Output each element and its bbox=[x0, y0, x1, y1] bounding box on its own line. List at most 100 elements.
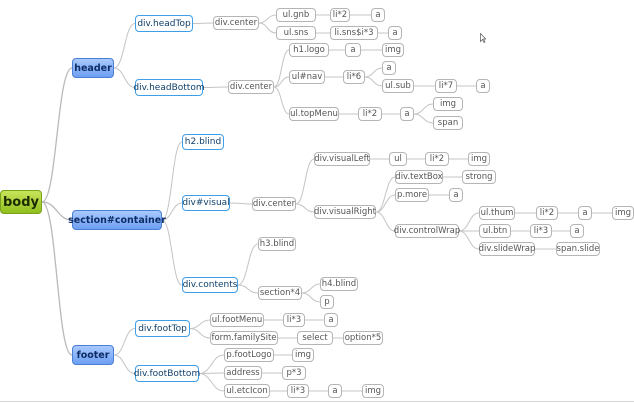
node-spanslide[interactable]: span.slide bbox=[556, 242, 600, 256]
node-visual-left[interactable]: div.visualLeft bbox=[314, 152, 370, 166]
node-p3[interactable]: p*3 bbox=[282, 366, 306, 380]
node-ulnav[interactable]: ul#nav bbox=[289, 70, 325, 84]
node-logo-a[interactable]: a bbox=[345, 43, 361, 57]
node-family-site[interactable]: form.familySite bbox=[210, 331, 278, 345]
connector-hb-center-to-h1logo bbox=[273, 49, 290, 88]
node-head-top[interactable]: div.headTop bbox=[135, 15, 193, 32]
connector-root-to-header bbox=[41, 67, 73, 203]
node-thum-img[interactable]: img bbox=[612, 206, 634, 220]
node-pmore[interactable]: p.more bbox=[395, 188, 429, 202]
node-h4blind[interactable]: h4.blind bbox=[320, 277, 358, 291]
connector-ht-center-to-ulgnb bbox=[258, 14, 277, 24]
node-etc-img[interactable]: img bbox=[362, 384, 384, 398]
connector-root-to-container bbox=[41, 201, 73, 221]
node-sns-a[interactable]: a bbox=[388, 26, 402, 40]
node-header[interactable]: header bbox=[72, 58, 114, 78]
bottom-divider bbox=[0, 401, 634, 402]
node-foot-bottom[interactable]: div.footBottom bbox=[134, 365, 200, 382]
node-etc-li[interactable]: li*3 bbox=[287, 384, 309, 398]
connector-footer-to-foot-top bbox=[113, 328, 136, 356]
node-thum-li[interactable]: li*2 bbox=[536, 206, 558, 220]
node-nav-li[interactable]: li*6 bbox=[343, 70, 365, 84]
node-v-center[interactable]: div.center bbox=[252, 197, 296, 211]
connector-nav-li-to-ulsub bbox=[364, 76, 383, 87]
node-contents[interactable]: div.contents bbox=[182, 277, 238, 293]
node-sub-a[interactable]: a bbox=[476, 79, 490, 93]
connector-foot-top-to-foot-menu bbox=[189, 319, 211, 329]
node-hb-center[interactable]: div.center bbox=[228, 80, 274, 94]
node-container[interactable]: section#container bbox=[68, 210, 166, 230]
connector-v-center-to-visual-left bbox=[295, 158, 315, 205]
node-visual[interactable]: div#visual bbox=[182, 195, 230, 211]
node-gnb-li[interactable]: li*2 bbox=[330, 8, 350, 22]
node-top-span[interactable]: span bbox=[433, 116, 463, 130]
connector-hb-center-to-ulnav bbox=[273, 76, 290, 88]
node-ulsub[interactable]: ul.sub bbox=[382, 79, 414, 93]
node-footer[interactable]: footer bbox=[72, 345, 114, 365]
node-etc-a[interactable]: a bbox=[328, 384, 342, 398]
node-nav-a[interactable]: a bbox=[382, 61, 396, 75]
connector-header-to-head-top bbox=[113, 23, 136, 69]
node-strong[interactable]: strong bbox=[462, 170, 496, 184]
connector-header-to-head-bottom bbox=[113, 67, 136, 88]
node-root[interactable]: body bbox=[0, 190, 42, 214]
connector-container-to-contents bbox=[161, 219, 183, 286]
connector-visual-right-to-text-box bbox=[375, 176, 396, 213]
node-top-img[interactable]: img bbox=[433, 97, 463, 111]
node-vl-ul[interactable]: ul bbox=[389, 152, 407, 166]
node-etc-icon[interactable]: ul.etcIcon bbox=[224, 384, 270, 398]
connector-hb-center-to-topmenu bbox=[273, 86, 290, 115]
node-p[interactable]: p bbox=[320, 295, 334, 309]
connector-ht-center-to-ulsns bbox=[258, 22, 277, 34]
node-ulgnb[interactable]: ul.gnb bbox=[276, 8, 316, 22]
node-topmenu[interactable]: ul.topMenu bbox=[289, 107, 339, 121]
node-h1logo[interactable]: h1.logo bbox=[289, 43, 329, 57]
node-foot-menu[interactable]: ul.footMenu bbox=[210, 313, 264, 327]
node-gnb-a[interactable]: a bbox=[371, 8, 385, 22]
connector-visual-to-v-center bbox=[229, 202, 253, 205]
node-btn-a[interactable]: a bbox=[570, 224, 584, 238]
node-option[interactable]: option*5 bbox=[343, 331, 383, 345]
connector-root-to-footer bbox=[41, 201, 73, 356]
node-thum-a[interactable]: a bbox=[578, 206, 592, 220]
node-h2blind[interactable]: h2.blind bbox=[182, 134, 224, 150]
connector-contents-to-h3blind bbox=[237, 243, 259, 286]
node-ulsns[interactable]: ul.sns bbox=[276, 26, 316, 40]
connector-foot-top-to-family-site bbox=[189, 328, 211, 339]
node-visual-right[interactable]: div.visualRight bbox=[314, 205, 376, 219]
connector-contents-to-section4 bbox=[237, 284, 259, 294]
node-h3blind[interactable]: h3.blind bbox=[258, 237, 296, 251]
connector-section4-to-h4blind bbox=[301, 283, 321, 294]
node-section4[interactable]: section*4 bbox=[258, 286, 302, 300]
node-address[interactable]: address bbox=[224, 366, 262, 380]
node-head-bottom[interactable]: div.headBottom bbox=[133, 79, 205, 96]
node-text-box[interactable]: div.textBox bbox=[395, 170, 443, 184]
connector-control-wrap-to-slide-wrap bbox=[458, 230, 480, 250]
connector-top-a-to-top-img bbox=[413, 103, 434, 115]
node-ulthum[interactable]: ul.thum bbox=[479, 206, 515, 220]
node-slide-wrap[interactable]: div.slideWrap bbox=[478, 242, 536, 256]
node-sub-li[interactable]: li*7 bbox=[435, 79, 457, 93]
node-btn-li[interactable]: li*3 bbox=[530, 224, 552, 238]
node-foot-top[interactable]: div.footTop bbox=[135, 320, 190, 337]
node-logo-img[interactable]: img bbox=[382, 43, 404, 57]
connector-head-bottom-to-hb-center bbox=[202, 86, 229, 88]
node-ht-center[interactable]: div.center bbox=[213, 16, 259, 30]
node-vl-li[interactable]: li*2 bbox=[425, 152, 449, 166]
node-fl-img[interactable]: img bbox=[292, 348, 314, 362]
node-top-li[interactable]: li*2 bbox=[358, 107, 382, 121]
node-vl-img[interactable]: img bbox=[468, 152, 490, 166]
node-select[interactable]: select bbox=[297, 331, 333, 345]
node-control-wrap[interactable]: div.controlWrap bbox=[393, 224, 461, 238]
mouse-cursor-icon bbox=[480, 33, 486, 43]
node-top-a[interactable]: a bbox=[400, 107, 414, 121]
node-ulbtn[interactable]: ul.btn bbox=[479, 224, 511, 238]
connector-foot-bottom-to-address bbox=[198, 372, 225, 374]
node-fm-li[interactable]: li*3 bbox=[283, 313, 305, 327]
node-foot-logo[interactable]: p.footLogo bbox=[224, 348, 274, 362]
node-fm-a[interactable]: a bbox=[324, 313, 338, 327]
node-pmore-a[interactable]: a bbox=[449, 188, 463, 202]
node-sns-li[interactable]: li.sns$i*3 bbox=[330, 26, 378, 40]
